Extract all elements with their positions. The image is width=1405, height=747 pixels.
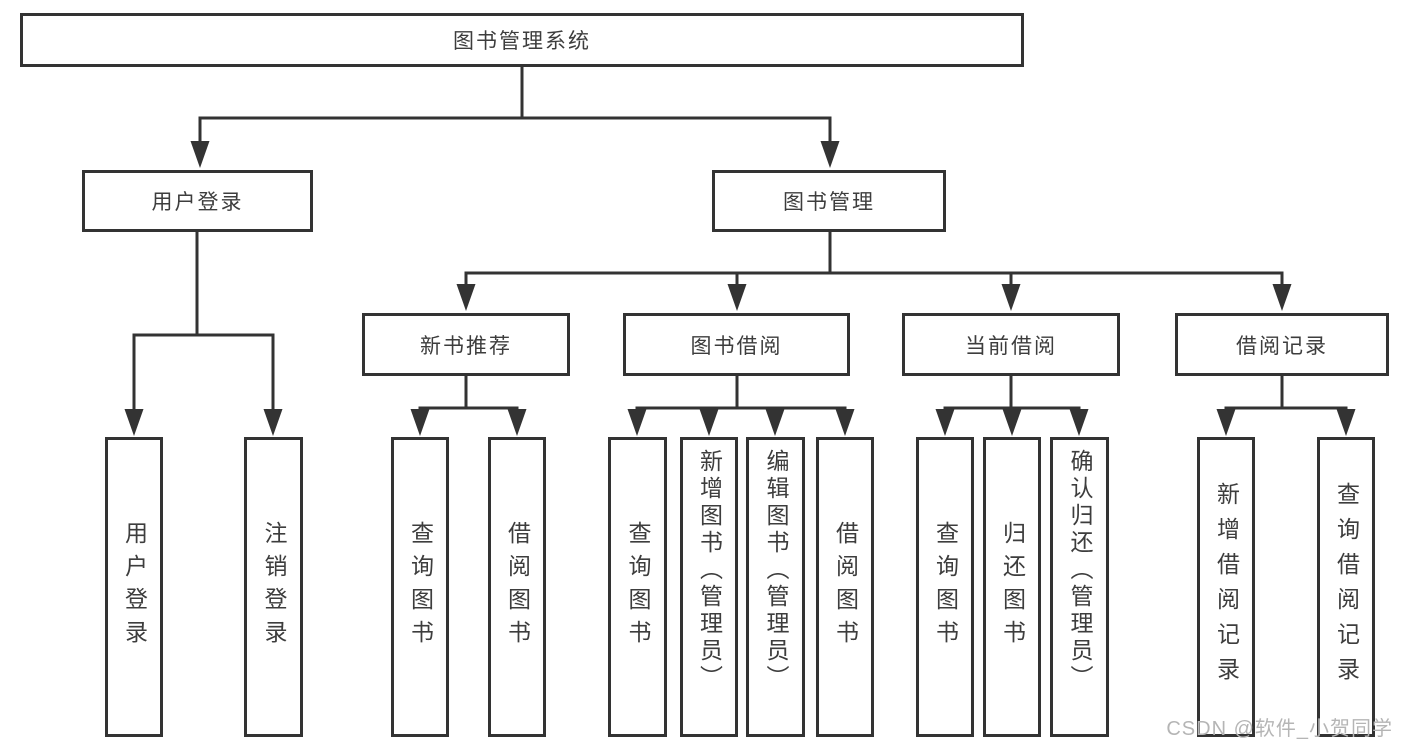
arrow-down-icon [699,409,719,436]
node-label: 新增借阅记录 [1213,482,1240,692]
leaf-edit-book-admin: 编辑图书（管理员） [746,437,805,737]
node-label: 用户登录 [151,191,244,214]
leaf-borrow-books-2: 借阅图书 [816,437,874,737]
node-label: 编辑图书（管理员） [763,449,789,692]
node-label: 用户登录 [121,521,148,653]
node-label: 查询图书 [625,521,651,653]
arrow-down-icon [765,409,785,436]
connector-root-to-level1 [198,64,832,152]
leaf-return-book: 归还图书 [983,437,1041,737]
node-new-book-recommendation: 新书推荐 [362,313,570,376]
arrow-down-icon [1002,409,1022,436]
node-label: 借阅图书 [504,521,531,653]
leaf-query-books-2: 查询图书 [608,437,667,737]
arrow-down-icon [507,409,527,436]
leaf-query-books-1: 查询图书 [391,437,449,737]
arrow-down-icon [820,141,840,168]
arrow-down-icon [1001,284,1021,311]
arrow-down-icon [1069,409,1089,436]
node-label: 借阅记录 [1236,334,1328,358]
leaf-borrow-books-1: 借阅图书 [488,437,546,737]
connector-user-login-to-leaves [132,230,275,422]
arrow-down-icon [835,409,855,436]
node-book-borrowing: 图书借阅 [623,313,850,376]
node-library-management-system: 图书管理系统 [20,13,1024,67]
arrow-down-icon [727,284,747,311]
leaf-user-login: 用户登录 [105,437,163,737]
arrow-down-icon [456,284,476,311]
arrow-down-icon [1272,284,1292,311]
arrow-down-icon [1216,409,1236,436]
arrow-down-icon [410,409,430,436]
arrow-down-icon [935,409,955,436]
node-book-management-module: 图书管理 [712,170,946,232]
arrow-down-icon [263,409,283,436]
node-label: 注销登录 [261,521,287,653]
leaf-logout: 注销登录 [244,437,303,737]
connector-borrow-records-to-leaves [1224,375,1348,422]
arrow-down-icon [1336,409,1356,436]
node-label: 确认归还（管理员） [1067,449,1093,692]
leaf-query-borrow-record: 查询借阅记录 [1317,437,1375,737]
arrow-down-icon [627,409,647,436]
leaf-add-book-admin: 新增图书（管理员） [680,437,738,737]
node-label: 图书管理系统 [453,30,591,53]
node-label: 图书管理 [783,191,875,214]
node-label: 新增图书（管理员） [696,449,723,692]
node-label: 当前借阅 [965,334,1057,358]
node-label: 查询图书 [407,521,434,653]
node-label: 查询图书 [932,521,959,653]
leaf-add-borrow-record: 新增借阅记录 [1197,437,1255,737]
connector-book-borrow-to-leaves [635,375,847,422]
node-borrowing-records: 借阅记录 [1175,313,1389,376]
node-label: 查询借阅记录 [1333,482,1360,692]
arrow-down-icon [124,409,144,436]
node-label: 归还图书 [999,521,1026,653]
node-label: 借阅图书 [832,521,859,653]
node-label: 新书推荐 [420,334,512,358]
node-current-borrowing: 当前借阅 [902,313,1120,376]
csdn-watermark: CSDN @软件_小贺同学 [1166,718,1393,740]
arrow-down-icon [190,141,210,168]
connector-new-books-to-leaves [418,375,519,422]
leaf-query-books-3: 查询图书 [916,437,974,737]
connector-book-mgmt-to-level2 [464,230,1284,295]
leaf-confirm-return-admin: 确认归还（管理员） [1050,437,1109,737]
node-label: 图书借阅 [690,334,783,358]
node-user-login-module: 用户登录 [82,170,313,232]
